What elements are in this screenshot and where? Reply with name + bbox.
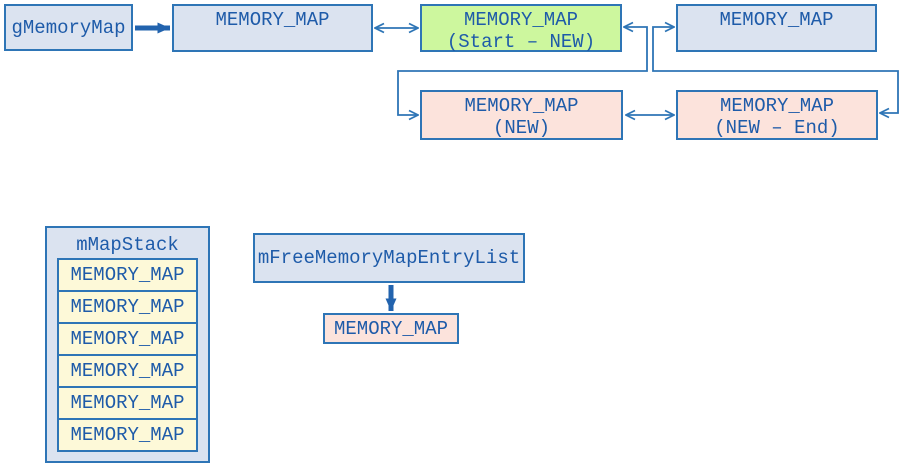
memory-map-new-end-node: MEMORY_MAP (NEW – End) <box>676 90 878 140</box>
gmemorymap-node: gMemoryMap <box>4 4 133 51</box>
map-stack-entry-label: MEMORY_MAP <box>70 392 185 414</box>
map-stack-entry-label: MEMORY_MAP <box>70 424 185 446</box>
memory-map-start-new-line1: MEMORY_MAP <box>463 9 579 31</box>
free-memory-map-label: MEMORY_MAP <box>333 317 449 340</box>
map-stack-entry-row: MEMORY_MAP <box>57 258 198 292</box>
memory-map-new-line1: MEMORY_MAP <box>464 95 579 117</box>
map-stack-panel: mMapStack MEMORY_MAP MEMORY_MAP MEMORY_M… <box>45 226 210 463</box>
map-stack-entry-row: MEMORY_MAP <box>57 290 198 324</box>
memory-map-new-line2: (NEW) <box>492 117 550 139</box>
memory-map-new-node: MEMORY_MAP (NEW) <box>420 90 623 140</box>
map-stack-entry-row: MEMORY_MAP <box>57 418 198 452</box>
memory-map-new-end-line1: MEMORY_MAP <box>719 95 835 117</box>
free-list-node: mFreeMemoryMapEntryList <box>253 233 525 283</box>
map-stack-title: mMapStack <box>76 234 179 256</box>
memory-map-start-new-line2: (Start – NEW) <box>446 31 596 53</box>
memory-map-right-label: MEMORY_MAP <box>719 9 834 31</box>
map-stack-entry-label: MEMORY_MAP <box>70 296 185 318</box>
memory-map-right-node: MEMORY_MAP <box>676 4 877 52</box>
memory-map-new-end-line2: (NEW – End) <box>714 117 840 139</box>
map-stack-entry-label: MEMORY_MAP <box>70 264 185 286</box>
free-list-label: mFreeMemoryMapEntryList <box>257 247 521 269</box>
map-stack-rows: MEMORY_MAP MEMORY_MAP MEMORY_MAP MEMORY_… <box>57 258 198 452</box>
free-memory-map-node: MEMORY_MAP <box>323 313 459 344</box>
map-stack-entry-row: MEMORY_MAP <box>57 322 198 356</box>
gmemorymap-label: gMemoryMap <box>11 16 126 39</box>
map-stack-entry-row: MEMORY_MAP <box>57 386 198 420</box>
map-stack-entry-label: MEMORY_MAP <box>70 328 185 350</box>
memory-map-head-node: MEMORY_MAP <box>172 4 373 52</box>
memory-map-head-label: MEMORY_MAP <box>215 9 330 31</box>
map-stack-entry-label: MEMORY_MAP <box>70 360 185 382</box>
memory-map-start-new-node: MEMORY_MAP (Start – NEW) <box>420 4 622 53</box>
map-stack-entry-row: MEMORY_MAP <box>57 354 198 388</box>
